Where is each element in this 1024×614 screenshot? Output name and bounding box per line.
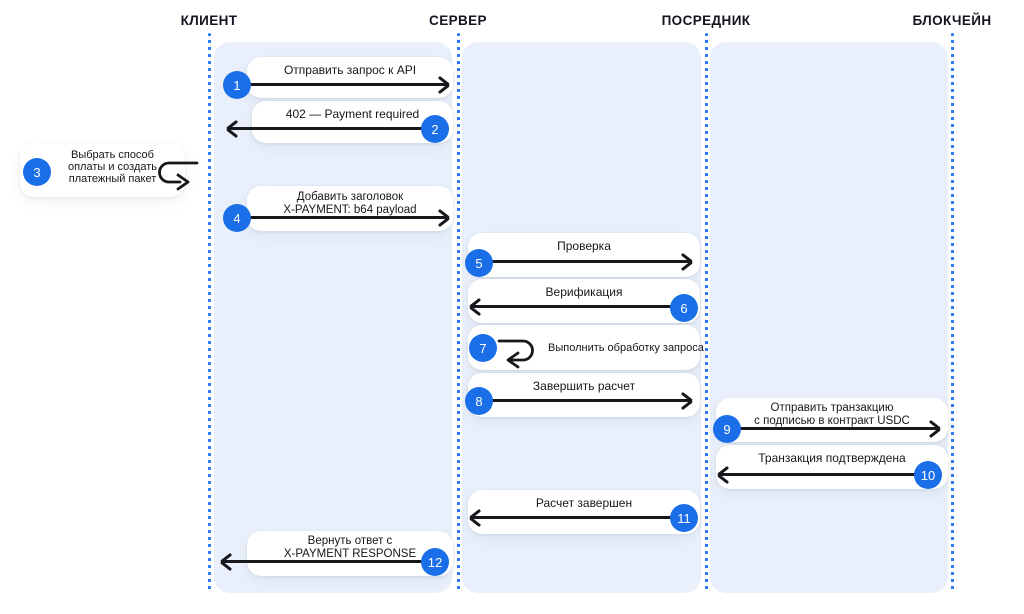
message-3: Выбрать способ оплаты и создать платежны… [20, 143, 199, 197]
arrow-right-icon [479, 399, 691, 402]
message-10-label: Транзакция подтверждена [758, 451, 906, 465]
arrow-left-icon [222, 560, 431, 563]
step-9-badge: 9 [713, 415, 741, 443]
step-11-badge: 11 [670, 504, 698, 532]
actor-label-server: СЕРВЕР [429, 13, 487, 28]
message-11-label: Расчет завершен [535, 496, 633, 510]
message-12-label: Вернуть ответ с X-PAYMENT RESPONSE [283, 535, 417, 560]
message-8-label: Завершить расчет [532, 379, 636, 393]
actor-label-intermediary: ПОСРЕДНИК [661, 13, 751, 28]
arrow-right-icon [240, 83, 448, 86]
message-1: Отправить запрос к API 1 [223, 57, 453, 99]
message-5-label: Проверка [557, 239, 611, 253]
arrow-right-icon [240, 216, 448, 219]
step-10-badge: 10 [914, 461, 942, 489]
message-10: Транзакция подтверждена 10 [716, 445, 948, 489]
arrow-left-icon [471, 305, 680, 308]
message-5: Проверка 5 [465, 233, 700, 277]
message-4: Добавить заголовок X-PAYMENT: b64 payloa… [223, 186, 453, 232]
lifeline-server [456, 33, 460, 590]
arrow-right-icon [727, 427, 939, 430]
step-1-badge: 1 [223, 71, 251, 99]
actor-label-client: КЛИЕНТ [180, 13, 238, 28]
message-7: Выполнить обработку запроса 7 [468, 325, 704, 370]
message-9-label: Отправить транзакцию с подписью в контра… [754, 402, 910, 427]
message-1-label: Отправить запрос к API [283, 63, 417, 77]
lifeline-blockchain [950, 33, 954, 590]
message-6-label: Верификация [545, 285, 623, 299]
actor-label-blockchain: БЛОКЧЕЙН [912, 13, 992, 28]
message-4-label: Добавить заголовок X-PAYMENT: b64 payloa… [283, 191, 417, 216]
arrow-right-icon [479, 260, 691, 263]
lifeline-intermediary [704, 33, 708, 590]
message-11: Расчет завершен 11 [468, 490, 700, 534]
step-12-badge: 12 [421, 548, 449, 576]
step-2-badge: 2 [421, 115, 449, 143]
step-7-badge: 7 [469, 334, 497, 362]
lifeline-client [207, 33, 211, 590]
step-8-badge: 8 [465, 387, 493, 415]
message-12: Вернуть ответ с X-PAYMENT RESPONSE 12 [222, 531, 453, 576]
message-2-label: 402 — Payment required [285, 107, 420, 121]
arrow-left-icon [719, 473, 928, 476]
message-7-label: Выполнить обработку запроса [548, 342, 704, 354]
step-6-badge: 6 [670, 294, 698, 322]
self-loop-arrow-icon [158, 161, 199, 191]
step-4-badge: 4 [223, 204, 251, 232]
message-3-label: Выбрать способ оплаты и создать платежны… [67, 149, 158, 185]
arrow-left-icon [228, 127, 433, 130]
arrow-left-icon [471, 516, 680, 519]
step-3-badge: 3 [23, 158, 51, 186]
message-2: 402 — Payment required 2 [228, 101, 453, 143]
step-5-badge: 5 [465, 249, 493, 277]
self-loop-arrow-icon [497, 339, 534, 369]
message-8: Завершить расчет 8 [465, 373, 700, 417]
message-6: Верификация 6 [468, 279, 700, 323]
lane-panel-intermediary-blockchain [710, 42, 948, 593]
message-9: Отправить транзакцию с подписью в контра… [713, 398, 948, 443]
